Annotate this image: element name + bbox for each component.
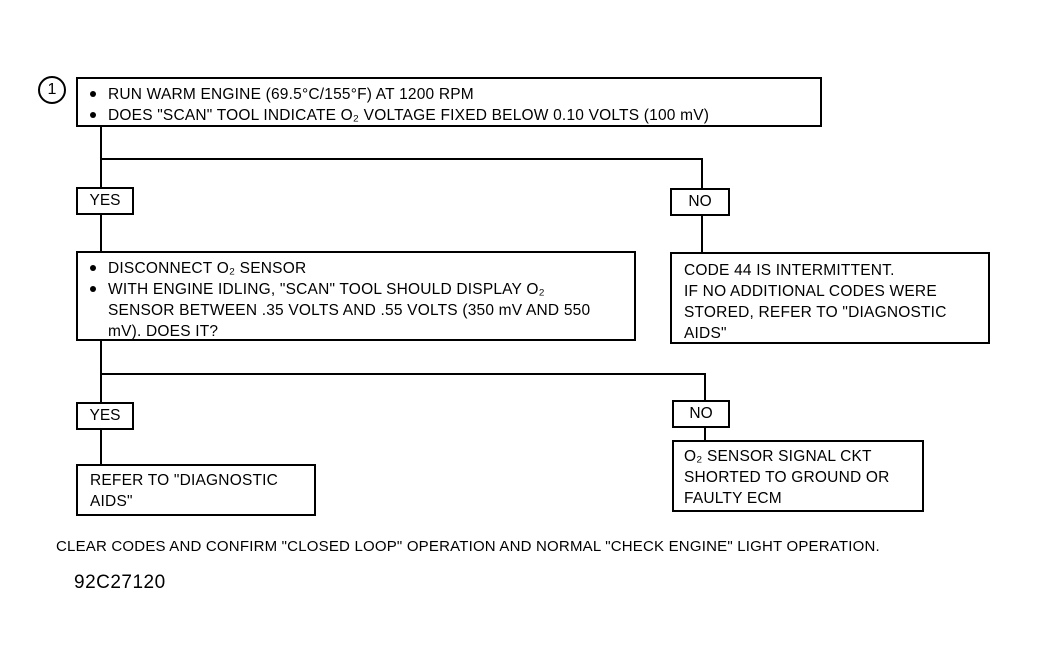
connector	[701, 158, 703, 188]
step2-bullets: DISCONNECT O₂ SENSOR WITH ENGINE IDLING,…	[82, 258, 626, 342]
connector	[100, 127, 102, 187]
connector	[100, 430, 102, 464]
signal-line-3: FAULTY ECM	[684, 490, 782, 507]
step2-bullet-2: WITH ENGINE IDLING, "SCAN" TOOL SHOULD D…	[82, 279, 608, 342]
footer-note: CLEAR CODES AND CONFIRM "CLOSED LOOP" OP…	[56, 538, 880, 555]
step1-bullets: RUN WARM ENGINE (69.5°C/155°F) AT 1200 R…	[82, 84, 812, 126]
result-line-4: AIDS"	[684, 325, 727, 342]
step2-bullet-1: DISCONNECT O₂ SENSOR	[82, 258, 626, 279]
step2-box: DISCONNECT O₂ SENSOR WITH ENGINE IDLING,…	[76, 251, 636, 341]
refer-line-1: REFER TO "DIAGNOSTIC	[90, 472, 279, 489]
step1-bullet-2: DOES "SCAN" TOOL INDICATE O₂ VOLTAGE FIX…	[82, 105, 812, 126]
result-line-2: IF NO ADDITIONAL CODES WERE	[684, 283, 937, 300]
refer-line-2: AIDS"	[90, 493, 133, 510]
signal-line-1: O₂ SENSOR SIGNAL CKT	[684, 448, 872, 465]
no-label-2: NO	[672, 400, 730, 428]
signal-shorted-box: O₂ SENSOR SIGNAL CKT SHORTED TO GROUND O…	[672, 440, 924, 512]
figure-id: 92C27120	[74, 572, 166, 593]
step-number-marker: 1	[38, 76, 66, 104]
refer-diagnostic-box: REFER TO "DIAGNOSTIC AIDS"	[76, 464, 316, 516]
yes-label-1: YES	[76, 187, 134, 215]
no-label-1: NO	[670, 188, 730, 216]
result-line-3: STORED, REFER TO "DIAGNOSTIC	[684, 304, 947, 321]
connector	[704, 373, 706, 401]
step1-bullet-1: RUN WARM ENGINE (69.5°C/155°F) AT 1200 R…	[82, 84, 812, 105]
intermittent-result-box: CODE 44 IS INTERMITTENT. IF NO ADDITIONA…	[670, 252, 990, 344]
signal-line-2: SHORTED TO GROUND OR	[684, 469, 890, 486]
connector	[704, 428, 706, 440]
step1-box: RUN WARM ENGINE (69.5°C/155°F) AT 1200 R…	[76, 77, 822, 127]
yes-label-2: YES	[76, 402, 134, 430]
connector	[100, 373, 706, 375]
connector	[100, 341, 102, 403]
connector	[100, 158, 703, 160]
result-line-1: CODE 44 IS INTERMITTENT.	[684, 262, 895, 279]
connector	[100, 215, 102, 251]
connector	[701, 216, 703, 252]
